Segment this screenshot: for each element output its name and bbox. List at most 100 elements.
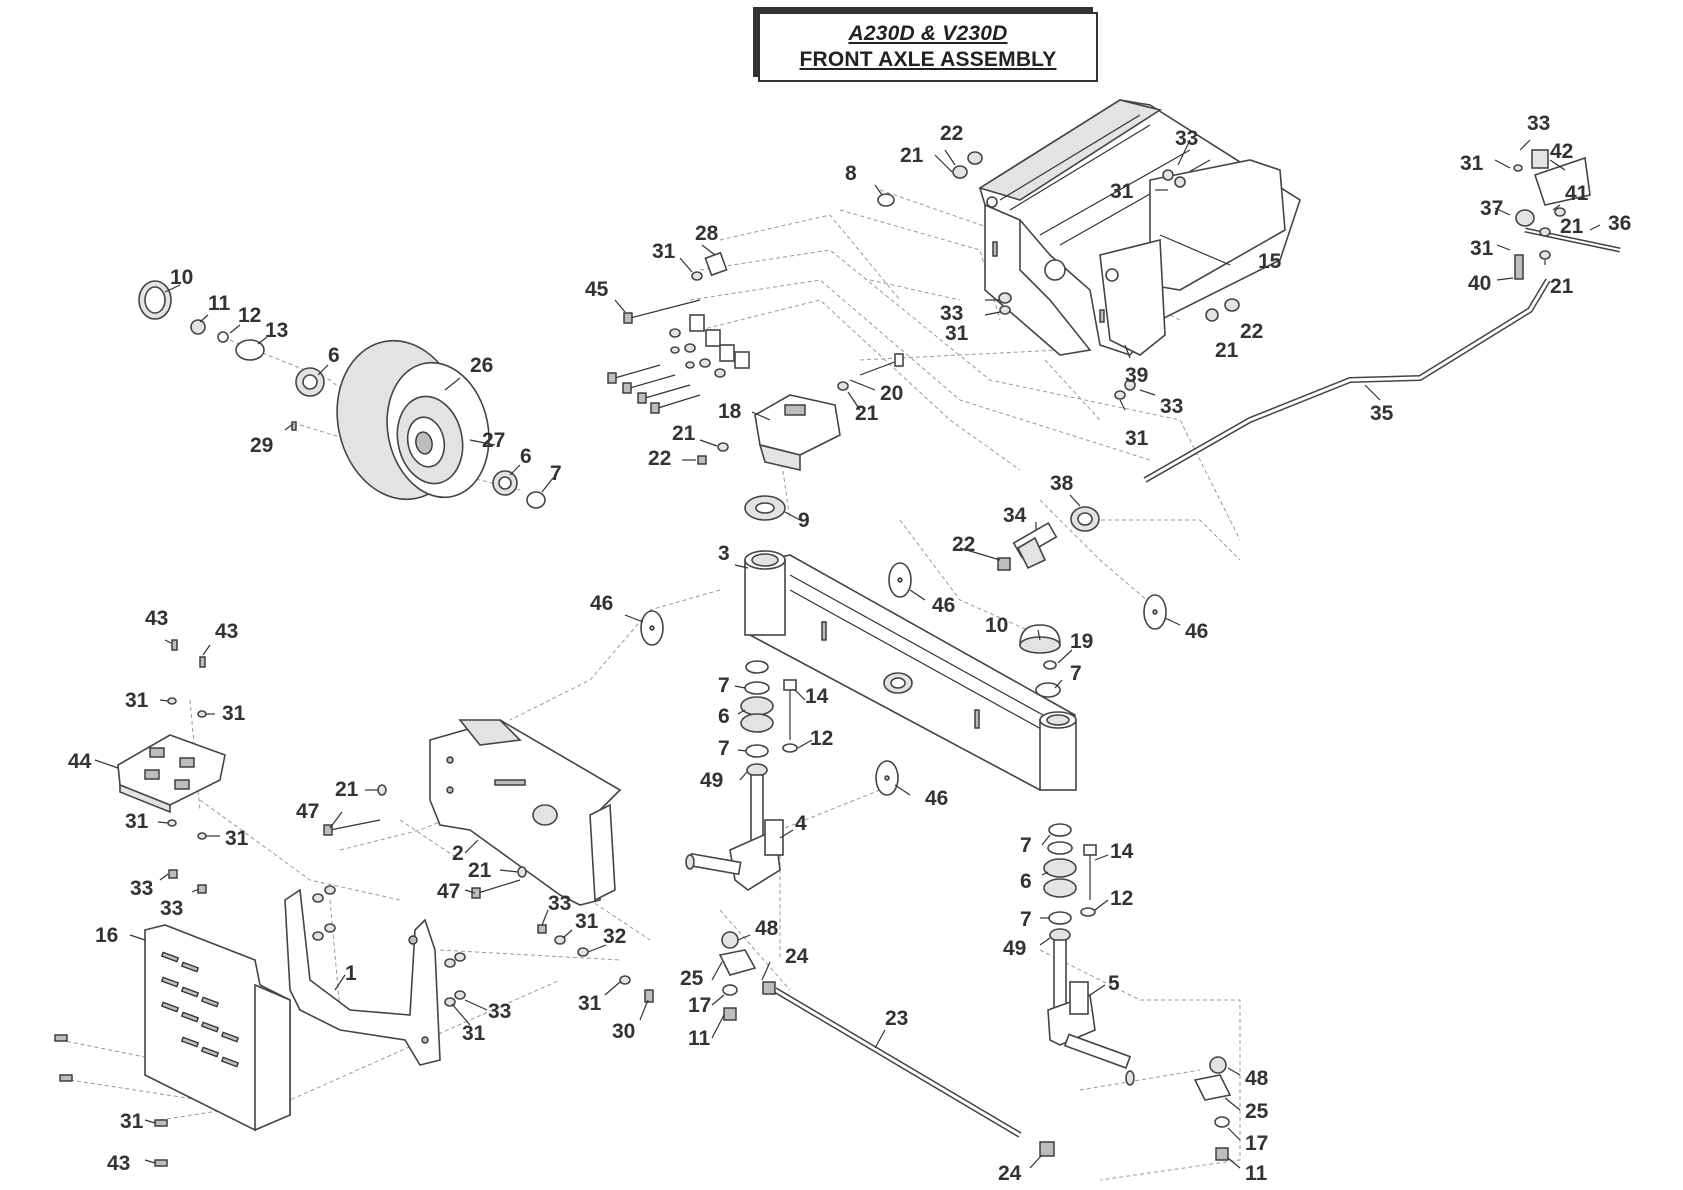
callout-43: 43 <box>215 620 238 643</box>
left-spindle-stack <box>685 660 798 891</box>
callout-47: 47 <box>296 800 319 823</box>
callout-25: 25 <box>680 967 704 990</box>
callout-28: 28 <box>695 222 719 245</box>
callout-5: 5 <box>1108 972 1120 995</box>
callout-21: 21 <box>335 778 359 801</box>
callout-18: 18 <box>718 400 742 423</box>
callout-17: 17 <box>688 994 711 1017</box>
callout-6: 6 <box>1020 870 1032 893</box>
callout-7: 7 <box>718 674 730 697</box>
mount-plate <box>429 719 622 906</box>
callout-46: 46 <box>925 787 948 810</box>
callout-21: 21 <box>468 859 492 882</box>
mount-bracket <box>284 888 441 1066</box>
callout-49: 49 <box>700 769 723 792</box>
callout-46: 46 <box>590 592 613 615</box>
callout-7: 7 <box>1020 834 1032 857</box>
callout-33: 33 <box>160 897 183 920</box>
callout-39: 39 <box>1125 364 1148 387</box>
callout-31: 31 <box>125 689 149 712</box>
callout-13: 13 <box>265 319 288 342</box>
callout-22: 22 <box>1240 320 1263 343</box>
callout-46: 46 <box>1185 620 1208 643</box>
callout-22: 22 <box>648 447 671 470</box>
skid-plate <box>144 924 291 1132</box>
frame-assembly <box>978 99 1301 356</box>
callout-49: 49 <box>1003 937 1026 960</box>
callout-1: 1 <box>345 962 357 985</box>
callout-31: 31 <box>1470 237 1494 260</box>
wheel-tire <box>336 339 490 501</box>
callout-12: 12 <box>1110 887 1133 910</box>
callout-12: 12 <box>238 304 261 327</box>
callout-21: 21 <box>672 422 696 445</box>
callout-37: 37 <box>1480 197 1503 220</box>
callout-33: 33 <box>130 877 153 900</box>
callout-3: 3 <box>718 542 730 565</box>
callout-26: 26 <box>470 354 493 377</box>
callout-31: 31 <box>125 810 149 833</box>
axle-washers <box>640 562 1167 796</box>
callout-21: 21 <box>1550 275 1574 298</box>
callout-25: 25 <box>1245 1100 1269 1123</box>
wheel-hardware <box>138 280 546 509</box>
frame-hardware <box>877 151 1240 400</box>
pivot-bolt <box>997 506 1100 571</box>
callout-10: 10 <box>170 266 193 289</box>
axle-bracket <box>697 353 904 521</box>
leader-lines <box>94 139 1601 1169</box>
callout-7: 7 <box>1020 908 1032 931</box>
bolt-group <box>607 251 750 414</box>
callout-43: 43 <box>107 1152 130 1175</box>
callout-15: 15 <box>1258 250 1282 273</box>
callout-11: 11 <box>208 292 231 315</box>
callout-31: 31 <box>120 1110 144 1133</box>
callout-31: 31 <box>1460 152 1484 175</box>
callout-29: 29 <box>250 434 273 457</box>
callout-47: 47 <box>437 880 460 903</box>
callout-32: 32 <box>603 925 626 948</box>
callout-33: 33 <box>488 1000 511 1023</box>
callout-31: 31 <box>462 1022 486 1045</box>
callout-34: 34 <box>1003 504 1027 527</box>
callout-14: 14 <box>1110 840 1134 863</box>
callout-27: 27 <box>482 429 505 452</box>
callout-6: 6 <box>520 445 532 468</box>
callout-7: 7 <box>718 737 730 760</box>
callout-9: 9 <box>798 509 810 532</box>
callout-31: 31 <box>945 322 969 345</box>
callout-31: 31 <box>1110 180 1134 203</box>
callout-21: 21 <box>855 402 879 425</box>
callout-21: 21 <box>1560 215 1584 238</box>
callout-6: 6 <box>328 344 340 367</box>
title-name: FRONT AXLE ASSEMBLY <box>799 48 1057 71</box>
callout-2: 2 <box>452 842 464 865</box>
callout-36: 36 <box>1608 212 1631 235</box>
callout-21: 21 <box>1215 339 1239 362</box>
callout-31: 31 <box>575 910 599 933</box>
callout-31: 31 <box>1125 427 1149 450</box>
title-box: A230D & V230D FRONT AXLE ASSEMBLY <box>758 12 1098 82</box>
callout-21: 21 <box>900 144 924 167</box>
callout-24: 24 <box>998 1162 1022 1185</box>
callout-10: 10 <box>985 614 1008 637</box>
callout-22: 22 <box>940 122 963 145</box>
callout-41: 41 <box>1565 182 1589 205</box>
callout-7: 7 <box>1070 662 1082 685</box>
callout-4: 4 <box>795 812 807 835</box>
callout-48: 48 <box>755 917 779 940</box>
callout-12: 12 <box>810 727 833 750</box>
callout-44: 44 <box>68 750 92 773</box>
callout-31: 31 <box>225 827 249 850</box>
callout-33: 33 <box>548 892 571 915</box>
step-plate <box>117 734 226 814</box>
callout-11: 11 <box>688 1027 711 1050</box>
callout-20: 20 <box>880 382 903 405</box>
callout-14: 14 <box>805 685 829 708</box>
callout-33: 33 <box>1160 395 1183 418</box>
callout-7: 7 <box>550 462 562 485</box>
callout-24: 24 <box>785 945 809 968</box>
callout-38: 38 <box>1050 472 1074 495</box>
callout-8: 8 <box>845 162 857 185</box>
